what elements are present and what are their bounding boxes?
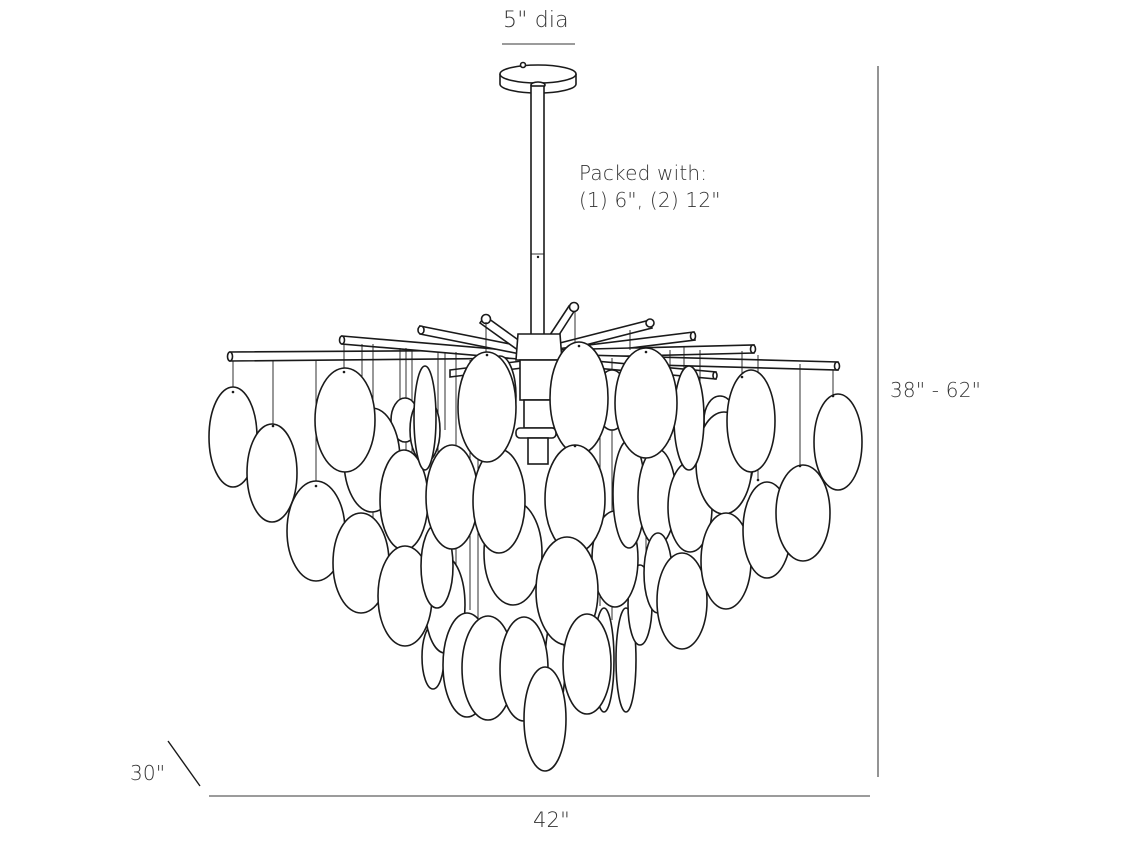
overall-height-label: 38" - 62": [890, 378, 982, 402]
packing-note-detail: (1) 6", (2) 12": [579, 188, 721, 212]
downrod: [530, 85, 545, 337]
packing-note: Packed with: (1) 6", (2) 12": [579, 160, 721, 214]
width-label: 42": [533, 808, 570, 832]
dimension-lines: [167, 43, 879, 797]
depth-dimension-line: [167, 740, 201, 787]
packing-note-heading: Packed with:: [579, 161, 708, 185]
depth-label: 30": [130, 761, 166, 785]
discs-front-layer: [314, 341, 678, 772]
discs-middle-layer: [208, 365, 863, 650]
canopy-diameter-label: 5" dia: [503, 8, 569, 33]
hook-dots: [231, 344, 835, 488]
